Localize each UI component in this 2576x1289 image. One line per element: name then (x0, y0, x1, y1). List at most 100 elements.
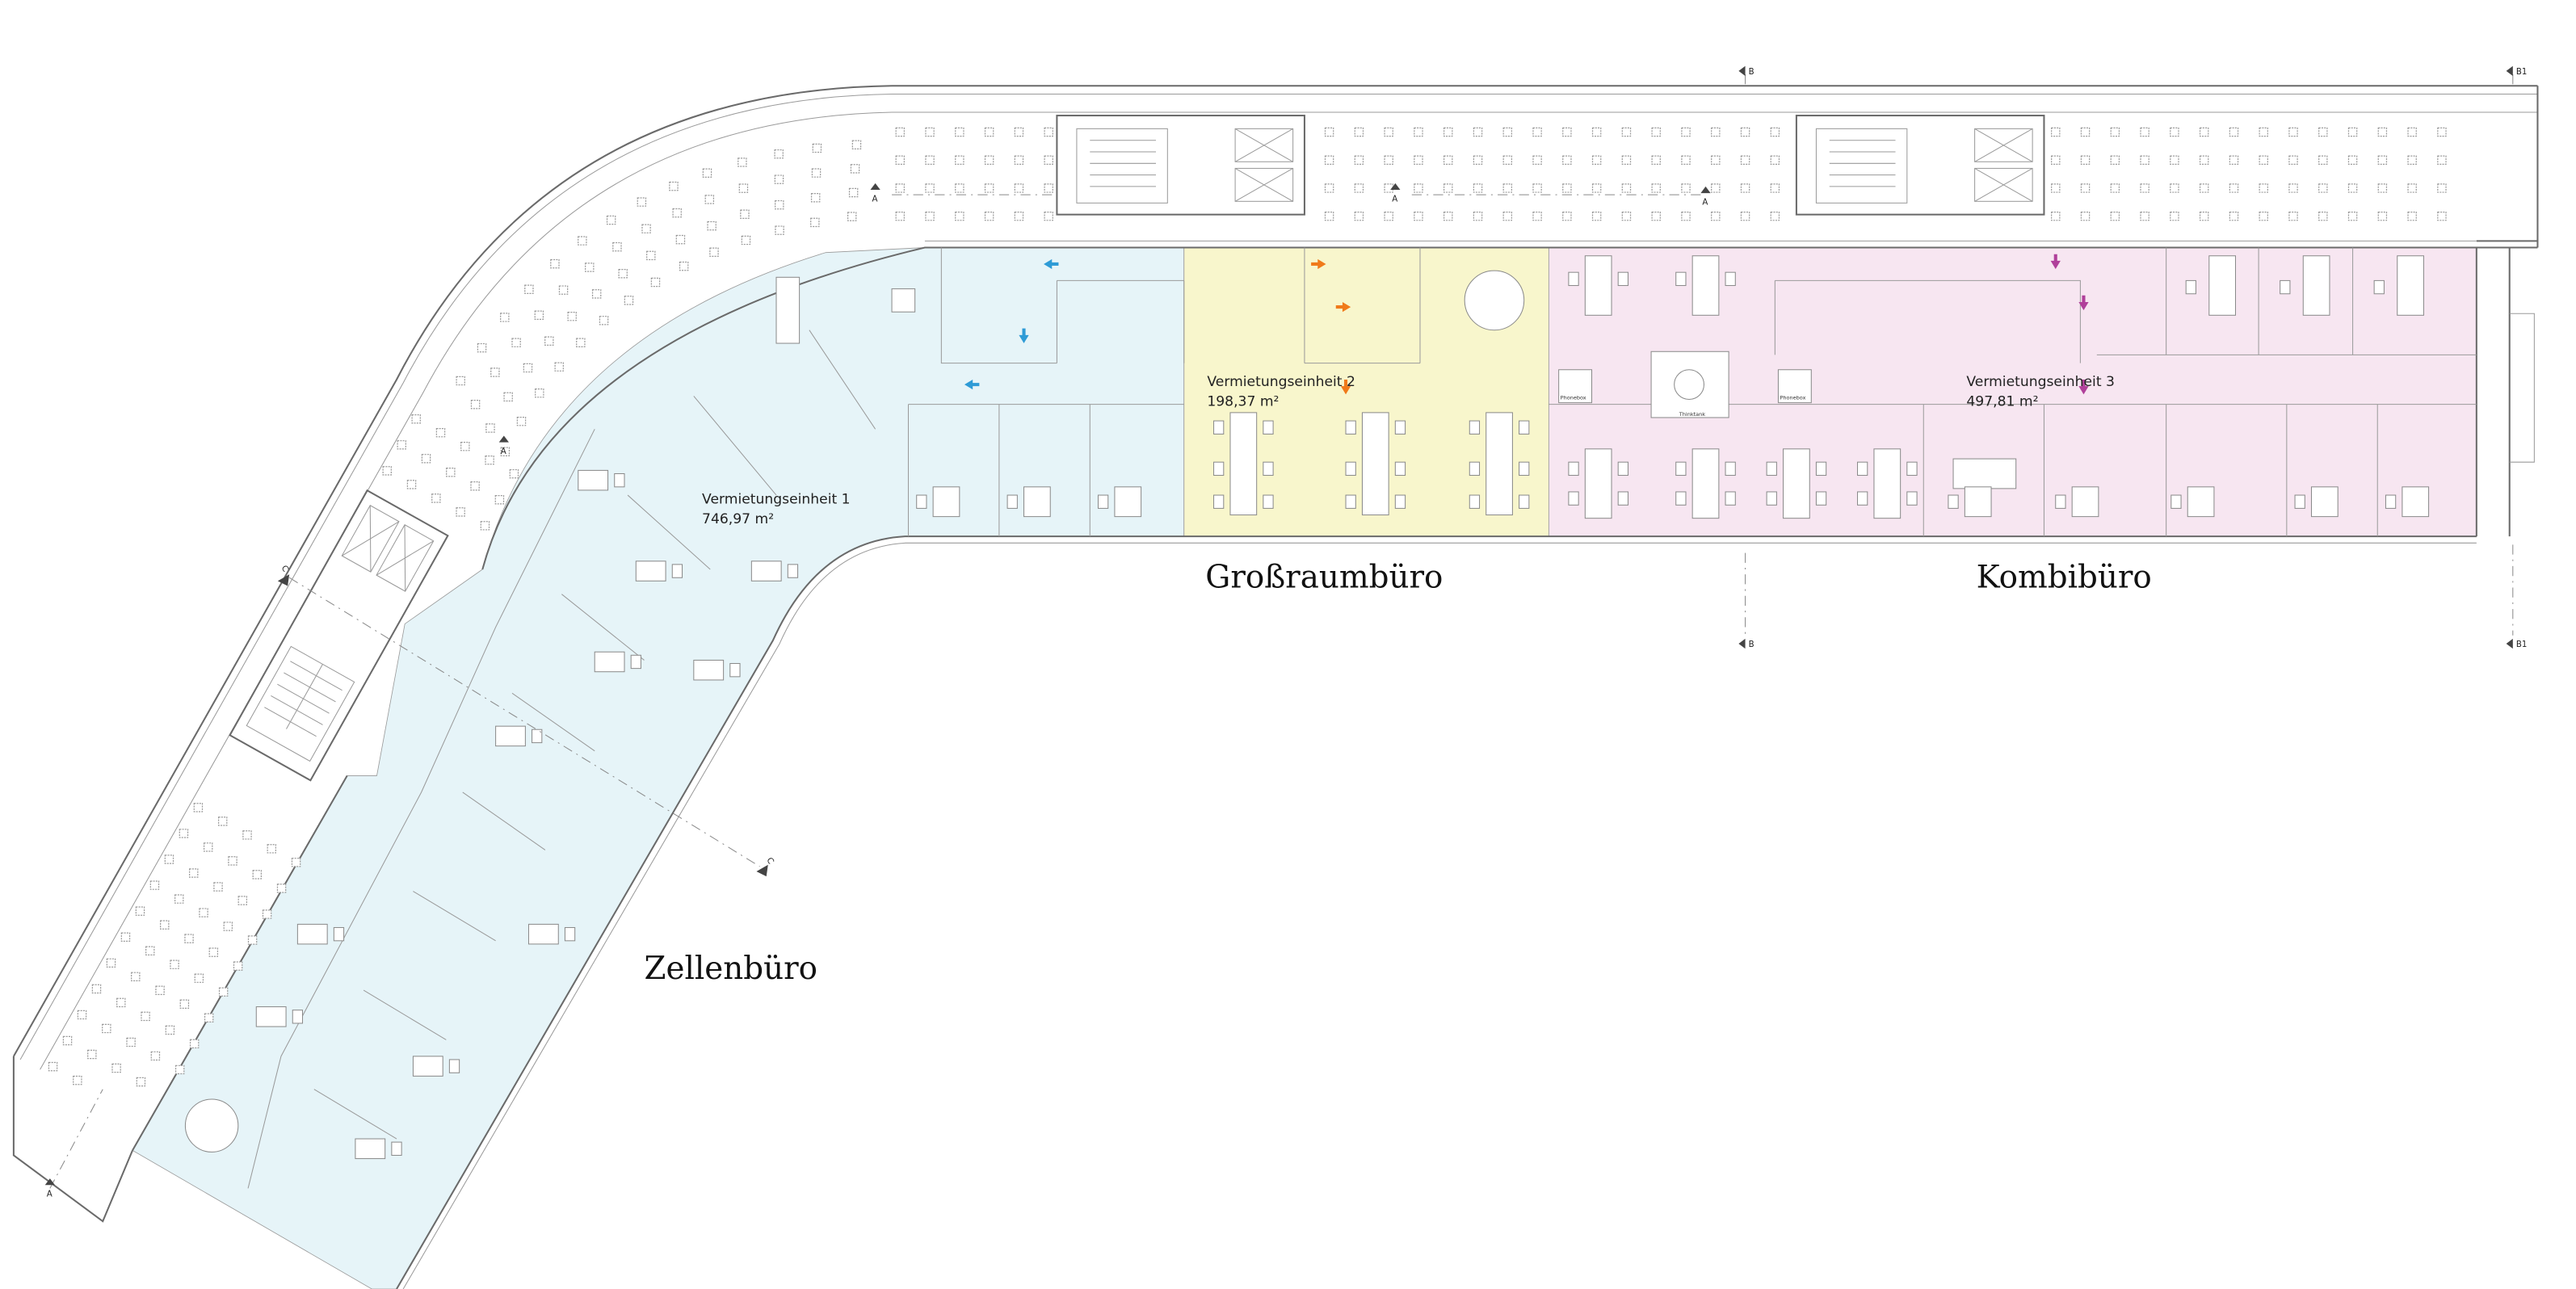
desk (2187, 486, 2215, 518)
planter-square (672, 208, 682, 218)
planter-square (188, 868, 199, 878)
phonebox-1[interactable]: Phonebox (1558, 369, 1593, 404)
round-table-cell (184, 1098, 239, 1153)
planter-square (460, 441, 470, 451)
unit-name: Vermietungseinheit 2 (1207, 374, 1355, 390)
entrance-arrow-icon (964, 380, 980, 390)
stair-core-3 (229, 489, 449, 782)
svg-text:A: A (501, 447, 506, 456)
planter-square (2259, 127, 2268, 137)
planter-square (1711, 155, 1721, 165)
planter-square (774, 149, 784, 159)
planter-square (1502, 127, 1513, 137)
desk (296, 923, 328, 945)
planter-square (1014, 155, 1024, 165)
chair (1617, 271, 1628, 287)
planter-square (262, 909, 272, 919)
planter-square (48, 1061, 58, 1072)
planter-square (1621, 183, 1632, 193)
phonebox-label: Phonebox (1780, 395, 1805, 401)
planter-square (2170, 155, 2179, 165)
planter-square (2437, 155, 2447, 165)
planter-square (1014, 211, 1024, 221)
entrance-arrow-icon (1044, 258, 1059, 270)
planter-square (2318, 155, 2328, 165)
desk (1229, 412, 1258, 516)
desk (2302, 255, 2330, 316)
desk (750, 561, 782, 582)
planter-square (2199, 155, 2209, 165)
desk (1783, 448, 1810, 519)
chair (1568, 271, 1579, 287)
section-marker-c-left: C (277, 565, 290, 586)
planter-square (558, 285, 569, 295)
planter-square (2051, 155, 2061, 165)
desk (1691, 255, 1720, 316)
desk (932, 486, 960, 518)
unit-area: 497,81 m² (1966, 394, 2038, 410)
planter-square (470, 481, 480, 491)
planter-square (1443, 211, 1453, 221)
planter-square (1384, 155, 1393, 165)
planter-square (179, 829, 189, 838)
planter-square (1384, 183, 1393, 193)
planter-square (567, 311, 577, 321)
planter-square (1591, 127, 1602, 137)
planter-square (2051, 211, 2061, 221)
planter-square (218, 987, 229, 997)
svg-text:B: B (1749, 640, 1754, 649)
planter-square (2229, 155, 2239, 165)
chair (2294, 494, 2305, 509)
chair (532, 728, 543, 744)
desk (2397, 255, 2424, 316)
chair (1263, 420, 1274, 435)
chair (1857, 491, 1868, 506)
planter-square (233, 961, 243, 971)
planter-square (650, 277, 661, 288)
planter-square (811, 168, 822, 178)
svg-text:A: A (872, 195, 878, 204)
chair (391, 1141, 402, 1156)
entrance-arrow-icon (1335, 301, 1351, 313)
planter-square (1740, 211, 1750, 221)
planter-square (237, 896, 248, 905)
planter-square (1044, 127, 1053, 137)
chair (1675, 461, 1687, 477)
planter-square (131, 972, 141, 982)
chair (1568, 491, 1579, 506)
planter-square (516, 416, 527, 426)
planter-square (895, 183, 905, 193)
planter-square (738, 157, 747, 167)
planter-square (2347, 155, 2358, 165)
planter-square (1562, 183, 1572, 193)
section-marker-b1-bottom: B1 (2506, 638, 2527, 649)
planter-square (1414, 127, 1423, 137)
planter-square (2110, 211, 2120, 221)
phonebox-label: Phonebox (1561, 395, 1586, 401)
planter-square (446, 468, 456, 477)
section-marker-a-3: A (1700, 186, 1711, 207)
chair (916, 494, 927, 509)
planter-square (397, 440, 406, 450)
chair (1725, 491, 1736, 506)
phonebox-2[interactable]: Phonebox (1777, 369, 1812, 404)
thinktank[interactable]: Thinktank (1650, 351, 1729, 418)
planter-square (2140, 183, 2149, 193)
chair (1519, 420, 1530, 435)
svg-text:A: A (1392, 195, 1397, 204)
planter-square (2080, 183, 2091, 193)
planter-square (1502, 155, 1513, 165)
entrance-arrows (964, 254, 2089, 395)
planter-square (165, 1025, 175, 1035)
planter-square (217, 817, 228, 826)
desk (2402, 486, 2430, 518)
zone-label-cell: Zellenbüro (645, 951, 817, 987)
planter-square (247, 935, 258, 945)
chair (630, 654, 641, 670)
planter-square (585, 262, 595, 272)
planter-square (775, 199, 784, 210)
planter-square (208, 947, 219, 957)
planter-square (1384, 211, 1393, 221)
planter-square (1473, 127, 1483, 137)
